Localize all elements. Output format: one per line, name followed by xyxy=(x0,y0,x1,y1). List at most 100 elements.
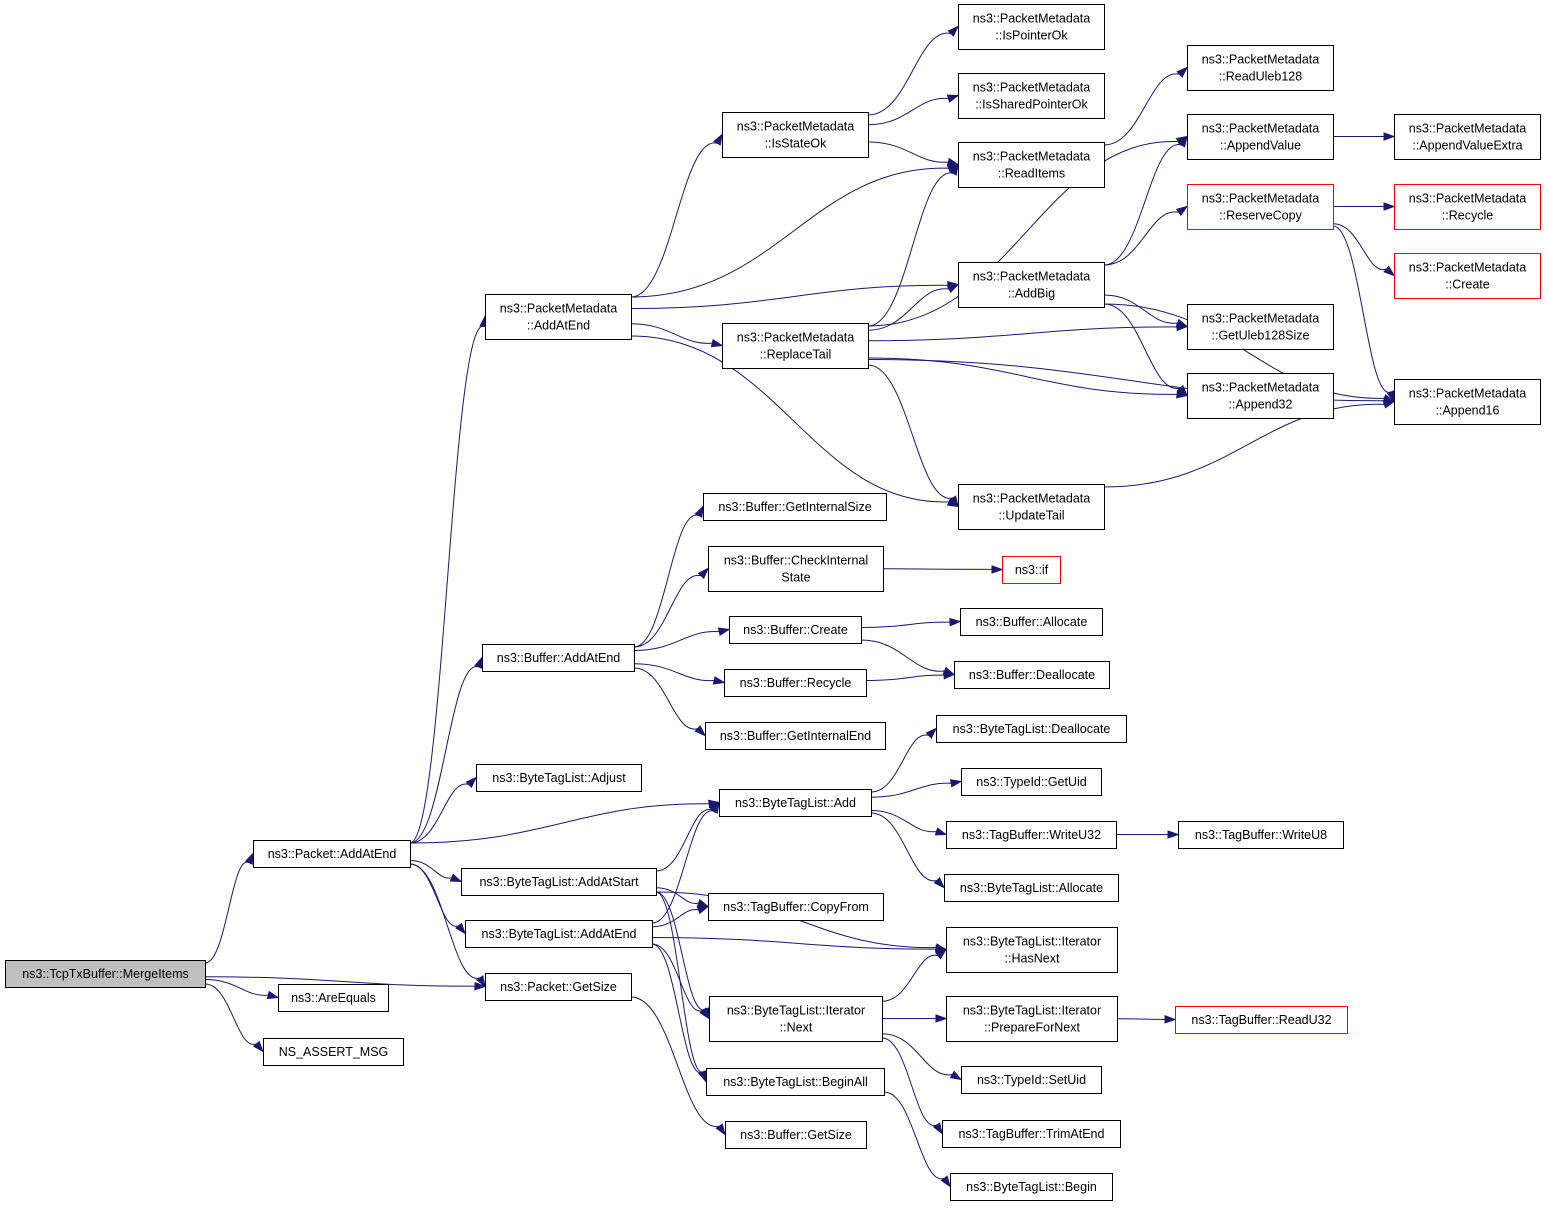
arrow-head xyxy=(949,163,959,176)
edge-line xyxy=(633,667,698,730)
node-label: ns3::Buffer::GetInternalEnd xyxy=(720,729,871,743)
node-tb_copyfrom[interactable]: ns3::TagBuffer::CopyFrom xyxy=(708,893,884,921)
node-btl_add[interactable]: ns3::ByteTagList::Add xyxy=(719,789,872,817)
node-btli_preparefornext[interactable]: ns3::ByteTagList::Iterator::PrepareForNe… xyxy=(946,996,1118,1042)
node-pm_readitems[interactable]: ns3::PacketMetadata::ReadItems xyxy=(958,142,1105,188)
node-pm_replacetail[interactable]: ns3::PacketMetadata::ReplaceTail xyxy=(722,323,869,369)
arrow-head xyxy=(949,617,962,627)
arrow-head xyxy=(474,656,483,669)
node-buf_recycle[interactable]: ns3::Buffer::Recycle xyxy=(724,669,867,697)
edge-pm_replacetail-to-pm_updatetail xyxy=(867,364,959,508)
node-pm_ispointerok[interactable]: ns3::PacketMetadata::IsPointerOk xyxy=(958,4,1105,50)
edge-btli_preparefornext-to-tb_readu32 xyxy=(1116,1015,1177,1024)
edge-layer xyxy=(204,25,1396,1188)
node-buf_allocate[interactable]: ns3::Buffer::Allocate xyxy=(960,608,1103,636)
node-btli_next[interactable]: ns3::ByteTagList::Iterator::Next xyxy=(709,996,883,1042)
edge-line xyxy=(409,803,710,844)
edge-line xyxy=(870,810,937,833)
edge-line xyxy=(860,639,945,672)
node-box xyxy=(958,262,1105,308)
node-pkt_getsize[interactable]: ns3::Packet::GetSize xyxy=(485,973,632,1001)
edge-pm_isstateok-to-pm_issharedpointerok xyxy=(867,94,960,126)
arrow-head xyxy=(946,94,960,103)
node-btl_allocate[interactable]: ns3::ByteTagList::Allocate xyxy=(944,874,1119,902)
node-areequals[interactable]: ns3::AreEquals xyxy=(278,984,389,1012)
node-label: ::Append16 xyxy=(1436,404,1500,418)
node-label: ns3::ByteTagList::BeginAll xyxy=(723,1075,868,1089)
node-box xyxy=(482,644,635,672)
node-pm_create[interactable]: ns3::PacketMetadata::Create xyxy=(1394,253,1541,299)
node-btl_adjust[interactable]: ns3::ByteTagList::Adjust xyxy=(476,764,642,792)
arrow-head xyxy=(948,495,959,508)
node-btl_deallocate[interactable]: ns3::ByteTagList::Deallocate xyxy=(936,715,1127,743)
node-tb_readu32[interactable]: ns3::TagBuffer::ReadU32 xyxy=(1175,1006,1348,1034)
arrow-head xyxy=(475,975,486,988)
node-pm_append16[interactable]: ns3::PacketMetadata::Append16 xyxy=(1394,379,1541,425)
node-btl_begin[interactable]: ns3::ByteTagList::Begin xyxy=(950,1173,1113,1201)
node-buf_create[interactable]: ns3::Buffer::Create xyxy=(729,616,862,644)
node-btli_hasnext[interactable]: ns3::ByteTagList::Iterator::HasNext xyxy=(946,927,1118,973)
edge-pm_reservecopy-to-pm_append16 xyxy=(1332,225,1395,403)
arrow-head xyxy=(465,776,478,788)
arrow-head xyxy=(1167,830,1180,839)
node-merge[interactable]: ns3::TcpTxBuffer::MergeItems xyxy=(5,960,206,988)
node-pm_isstateok[interactable]: ns3::PacketMetadata::IsStateOk xyxy=(722,112,869,158)
node-tb_trimatend[interactable]: ns3::TagBuffer::TrimAtEnd xyxy=(942,1120,1121,1148)
edge-pkt_addatend-to-pkt_getsize xyxy=(409,863,486,988)
node-label: ::Next xyxy=(780,1021,813,1035)
node-pkt_addatend[interactable]: ns3::Packet::AddAtEnd xyxy=(253,840,411,868)
edge-line xyxy=(204,862,250,964)
node-pm_issharedpointerok[interactable]: ns3::PacketMetadata::IsSharedPointerOk xyxy=(958,73,1105,119)
edge-pkt_getsize-to-buf_getsize xyxy=(630,996,726,1136)
edge-line xyxy=(633,514,699,648)
node-box xyxy=(961,1066,1102,1094)
edge-line xyxy=(630,284,949,309)
node-tb_writeu8[interactable]: ns3::TagBuffer::WriteU8 xyxy=(1178,821,1344,849)
node-pm_append32[interactable]: ns3::PacketMetadata::Append32 xyxy=(1187,373,1334,419)
node-pm_updatetail[interactable]: ns3::PacketMetadata::UpdateTail xyxy=(958,484,1105,530)
node-pm_appendvalue[interactable]: ns3::PacketMetadata::AppendValue xyxy=(1187,114,1334,160)
node-box xyxy=(1187,45,1334,91)
node-buf_getsize[interactable]: ns3::Buffer::GetSize xyxy=(725,1121,867,1149)
node-buf_deallocate[interactable]: ns3::Buffer::Deallocate xyxy=(954,661,1110,689)
node-pm_appendvalueextra[interactable]: ns3::PacketMetadata::AppendValueExtra xyxy=(1394,114,1541,160)
arrow-head xyxy=(713,133,723,146)
node-box xyxy=(1187,373,1334,419)
node-label: ns3::Buffer::Recycle xyxy=(740,676,852,690)
node-pm_recycle[interactable]: ns3::PacketMetadata::Recycle xyxy=(1394,184,1541,230)
arrow-head xyxy=(712,676,726,685)
node-typeid_setuid[interactable]: ns3::TypeId::SetUid xyxy=(961,1066,1102,1094)
node-buf_getinternalend[interactable]: ns3::Buffer::GetInternalEnd xyxy=(705,722,886,750)
edge-line xyxy=(630,323,713,344)
edge-line xyxy=(867,172,954,327)
node-buf_getinternalsize[interactable]: ns3::Buffer::GetInternalSize xyxy=(703,493,887,521)
node-label: ns3::TcpTxBuffer::MergeItems xyxy=(22,967,189,981)
node-ns3_if[interactable]: ns3::if xyxy=(1002,556,1061,584)
node-btl_addatstart[interactable]: ns3::ByteTagList::AddAtStart xyxy=(461,868,657,896)
node-box xyxy=(461,868,657,896)
arrow-head xyxy=(943,670,956,680)
node-pm_getuleb128size[interactable]: ns3::PacketMetadata::GetUleb128Size xyxy=(1187,304,1334,350)
edge-pm_addbig-to-pm_reservecopy xyxy=(1103,205,1189,266)
node-label: ::UpdateTail xyxy=(998,509,1064,523)
node-label: ::IsStateOk xyxy=(765,137,828,151)
edge-line xyxy=(630,335,950,503)
edge-line xyxy=(409,666,479,844)
node-typeid_getuid[interactable]: ns3::TypeId::GetUid xyxy=(961,768,1102,796)
edge-line xyxy=(204,976,476,987)
node-label: ::AddBig xyxy=(1008,287,1055,301)
node-pm_addatend[interactable]: ns3::PacketMetadata::AddAtEnd xyxy=(485,294,632,340)
arrow-head xyxy=(1177,135,1188,148)
node-pm_readuleb128[interactable]: ns3::PacketMetadata::ReadUleb128 xyxy=(1187,45,1334,91)
node-buf_addatend[interactable]: ns3::Buffer::AddAtEnd xyxy=(482,644,635,672)
edge-pm_addatend-to-pm_addbig xyxy=(630,280,960,309)
node-pm_addbig[interactable]: ns3::PacketMetadata::AddBig xyxy=(958,262,1105,308)
node-tb_writeu32[interactable]: ns3::TagBuffer::WriteU32 xyxy=(946,821,1117,849)
node-nsassert[interactable]: NS_ASSERT_MSG xyxy=(263,1038,404,1066)
node-btl_addatend[interactable]: ns3::ByteTagList::AddAtEnd xyxy=(465,920,653,948)
node-layer: ns3::TcpTxBuffer::MergeItems ns3::Packet:… xyxy=(5,4,1541,1201)
node-label: ns3::PacketMetadata xyxy=(973,270,1090,284)
node-pm_reservecopy[interactable]: ns3::PacketMetadata::ReserveCopy xyxy=(1187,184,1334,230)
node-btl_beginall[interactable]: ns3::ByteTagList::BeginAll xyxy=(706,1068,885,1096)
